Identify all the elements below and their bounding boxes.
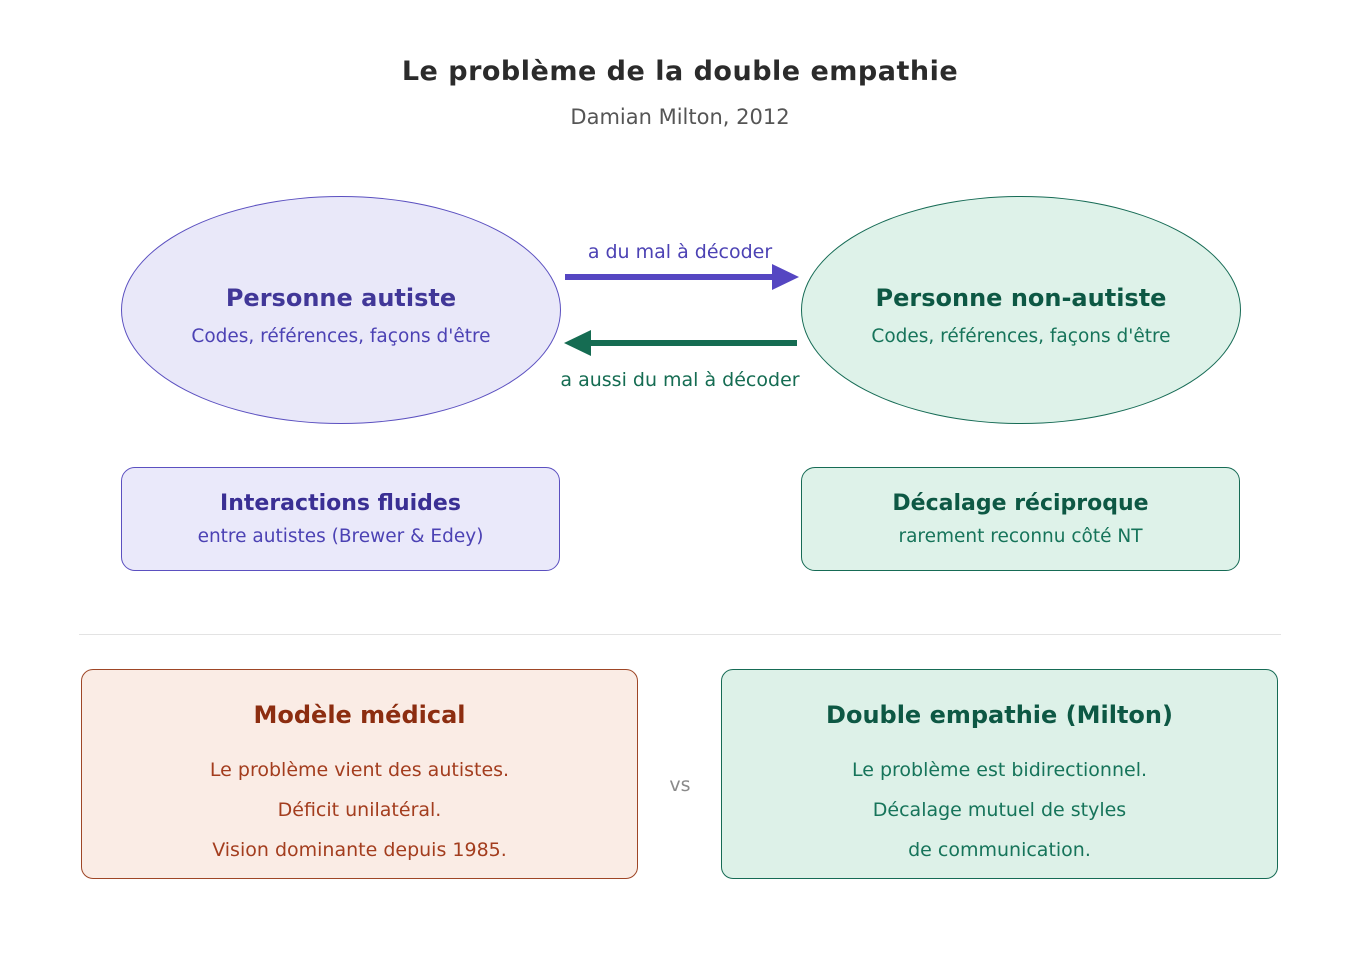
autistic-person-subtitle: Codes, références, façons d'être	[191, 325, 491, 347]
double-empathy-box: Double empathie (Milton) Le problème est…	[721, 669, 1278, 879]
left-arrow-head-icon	[564, 330, 591, 356]
section-divider	[79, 634, 1281, 635]
autistic-interactions-title: Interactions fluides	[220, 491, 461, 516]
arrow-right-label: a du mal à décoder	[587, 241, 773, 263]
page-title: Le problème de la double empathie	[401, 56, 959, 87]
double-empathy-line: Décalage mutuel de styles	[872, 799, 1127, 821]
vs-label: vs	[669, 774, 691, 796]
non-autistic-person-ellipse: Personne non-autiste Codes, références, …	[801, 196, 1241, 424]
reciprocal-mismatch-subtitle: rarement reconnu côté NT	[898, 526, 1143, 547]
reciprocal-mismatch-box: Décalage réciproque rarement reconnu côt…	[801, 467, 1240, 571]
medical-model-line: Déficit unilatéral.	[277, 799, 442, 821]
autistic-person-ellipse: Personne autiste Codes, références, faço…	[121, 196, 561, 424]
arrow-left-label: a aussi du mal à décoder	[560, 369, 800, 391]
medical-model-box: Modèle médical Le problème vient des aut…	[81, 669, 638, 879]
double-empathy-title: Double empathie (Milton)	[826, 701, 1173, 729]
left-arrow-shaft	[591, 340, 797, 346]
autistic-interactions-subtitle: entre autistes (Brewer & Edey)	[197, 526, 484, 547]
autistic-interactions-box: Interactions fluides entre autistes (Bre…	[121, 467, 560, 571]
double-empathy-line: Le problème est bidirectionnel.	[851, 759, 1148, 781]
medical-model-line: Le problème vient des autistes.	[209, 759, 510, 781]
double-empathy-line: de communication.	[908, 839, 1091, 861]
autistic-person-title: Personne autiste	[225, 283, 457, 312]
non-autistic-person-title: Personne non-autiste	[875, 283, 1167, 312]
non-autistic-person-subtitle: Codes, références, façons d'être	[871, 325, 1171, 347]
page-subtitle: Damian Milton, 2012	[570, 105, 790, 129]
right-arrow-shaft	[565, 274, 773, 280]
reciprocal-mismatch-title: Décalage réciproque	[892, 491, 1149, 516]
right-arrow-head-icon	[772, 264, 799, 290]
medical-model-line: Vision dominante depuis 1985.	[212, 839, 507, 861]
medical-model-title: Modèle médical	[253, 701, 466, 729]
